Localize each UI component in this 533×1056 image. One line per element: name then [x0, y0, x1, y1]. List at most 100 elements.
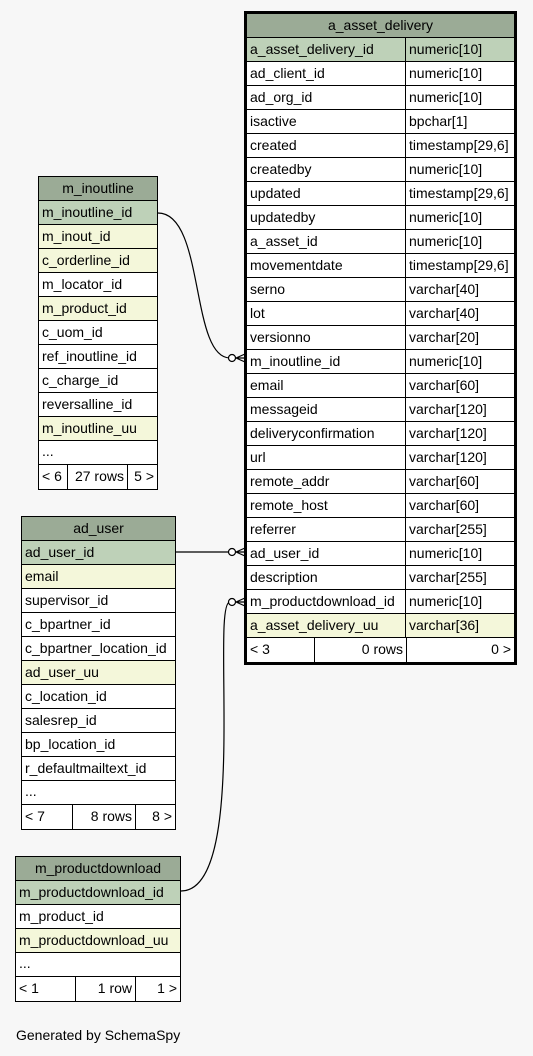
column-type: varchar[255]: [409, 569, 487, 585]
footer-children[interactable]: 0 >: [406, 638, 514, 662]
column-row[interactable]: c_orderline_id: [39, 249, 157, 273]
footer-parents[interactable]: < 3: [250, 641, 270, 657]
column-name: m_productdownload_uu: [19, 932, 169, 948]
table-title: a_asset_delivery: [247, 14, 514, 38]
column-name: remote_addr: [247, 470, 406, 493]
column-name: m_product_id: [19, 908, 104, 924]
footer-rowcount: 0 rows: [314, 638, 406, 662]
column-row[interactable]: c_uom_id: [39, 321, 157, 345]
column-row[interactable]: r_defaultmailtext_id: [22, 757, 175, 781]
column-name: a_asset_delivery_uu: [247, 614, 406, 637]
generator-credit: Generated by SchemaSpy: [16, 1027, 181, 1043]
column-type: timestamp[29,6]: [409, 257, 509, 273]
table-m_productdownload[interactable]: m_productdownload m_productdownload_id m_…: [15, 856, 181, 1002]
column-row[interactable]: bp_location_id: [22, 733, 175, 757]
column-type: timestamp[29,6]: [409, 185, 509, 201]
column-row[interactable]: ad_user_uu: [22, 661, 175, 685]
column-row[interactable]: ad_user_id: [22, 541, 175, 565]
footer-parents[interactable]: < 1: [19, 980, 39, 996]
column-row[interactable]: m_productdownload_uu: [16, 929, 180, 953]
table-title: m_productdownload: [16, 857, 180, 881]
column-row[interactable]: m_product_id: [39, 297, 157, 321]
column-row[interactable]: m_product_id: [16, 905, 180, 929]
column-row[interactable]: email: [22, 565, 175, 589]
column-name: created: [247, 134, 406, 157]
column-name: movementdate: [247, 254, 406, 277]
column-row[interactable]: reversalline_id: [39, 393, 157, 417]
column-row[interactable]: m_locator_id: [39, 273, 157, 297]
footer-parents[interactable]: < 7: [25, 808, 45, 824]
column-row[interactable]: c_bpartner_id: [22, 613, 175, 637]
column-row[interactable]: m_inout_id: [39, 225, 157, 249]
column-name: m_inoutline_id: [42, 204, 133, 220]
column-type: numeric[10]: [409, 41, 483, 57]
column-type: numeric[10]: [409, 161, 483, 177]
column-type: timestamp[29,6]: [409, 137, 509, 153]
column-row[interactable]: c_charge_id: [39, 369, 157, 393]
column-type: numeric[10]: [409, 209, 483, 225]
column-row[interactable]: m_inoutline_id: [39, 201, 157, 225]
column-type: varchar[255]: [409, 521, 487, 537]
column-name: lot: [247, 302, 406, 325]
footer-rowcount: 27 rows: [67, 465, 127, 489]
column-type: varchar[40]: [409, 305, 480, 321]
column-row[interactable]: c_bpartner_location_id: [22, 637, 175, 661]
column-name: updatedby: [247, 206, 406, 229]
more-columns: ...: [16, 953, 180, 977]
column-name: serno: [247, 278, 406, 301]
column-name: email: [25, 568, 59, 584]
column-type: numeric[10]: [409, 65, 483, 81]
column-name: m_inoutline_id: [247, 350, 406, 373]
link-m_inoutline: [157, 212, 231, 359]
footer-parents[interactable]: < 6: [42, 468, 62, 484]
column-name: r_defaultmailtext_id: [25, 760, 147, 776]
column-name: c_charge_id: [42, 372, 119, 388]
column-name: bp_location_id: [25, 736, 116, 752]
column-name: ad_org_id: [247, 86, 406, 109]
column-row[interactable]: supervisor_id: [22, 589, 175, 613]
column-row[interactable]: m_productdownload_id: [16, 881, 180, 905]
footer-children[interactable]: 5 >: [127, 465, 157, 489]
column-name: ad_client_id: [247, 62, 406, 85]
footer-children[interactable]: 1 >: [135, 977, 180, 1001]
column-type: numeric[10]: [409, 233, 483, 249]
footer-children[interactable]: 8 >: [135, 805, 175, 829]
column-row[interactable]: m_inoutline_uu: [39, 417, 157, 441]
column-row[interactable]: ref_inoutline_id: [39, 345, 157, 369]
column-name: email: [247, 374, 406, 397]
column-name: deliveryconfirmation: [247, 422, 406, 445]
table-title: m_inoutline: [39, 177, 157, 201]
column-row[interactable]: salesrep_id: [22, 709, 175, 733]
column-row[interactable]: c_location_id: [22, 685, 175, 709]
